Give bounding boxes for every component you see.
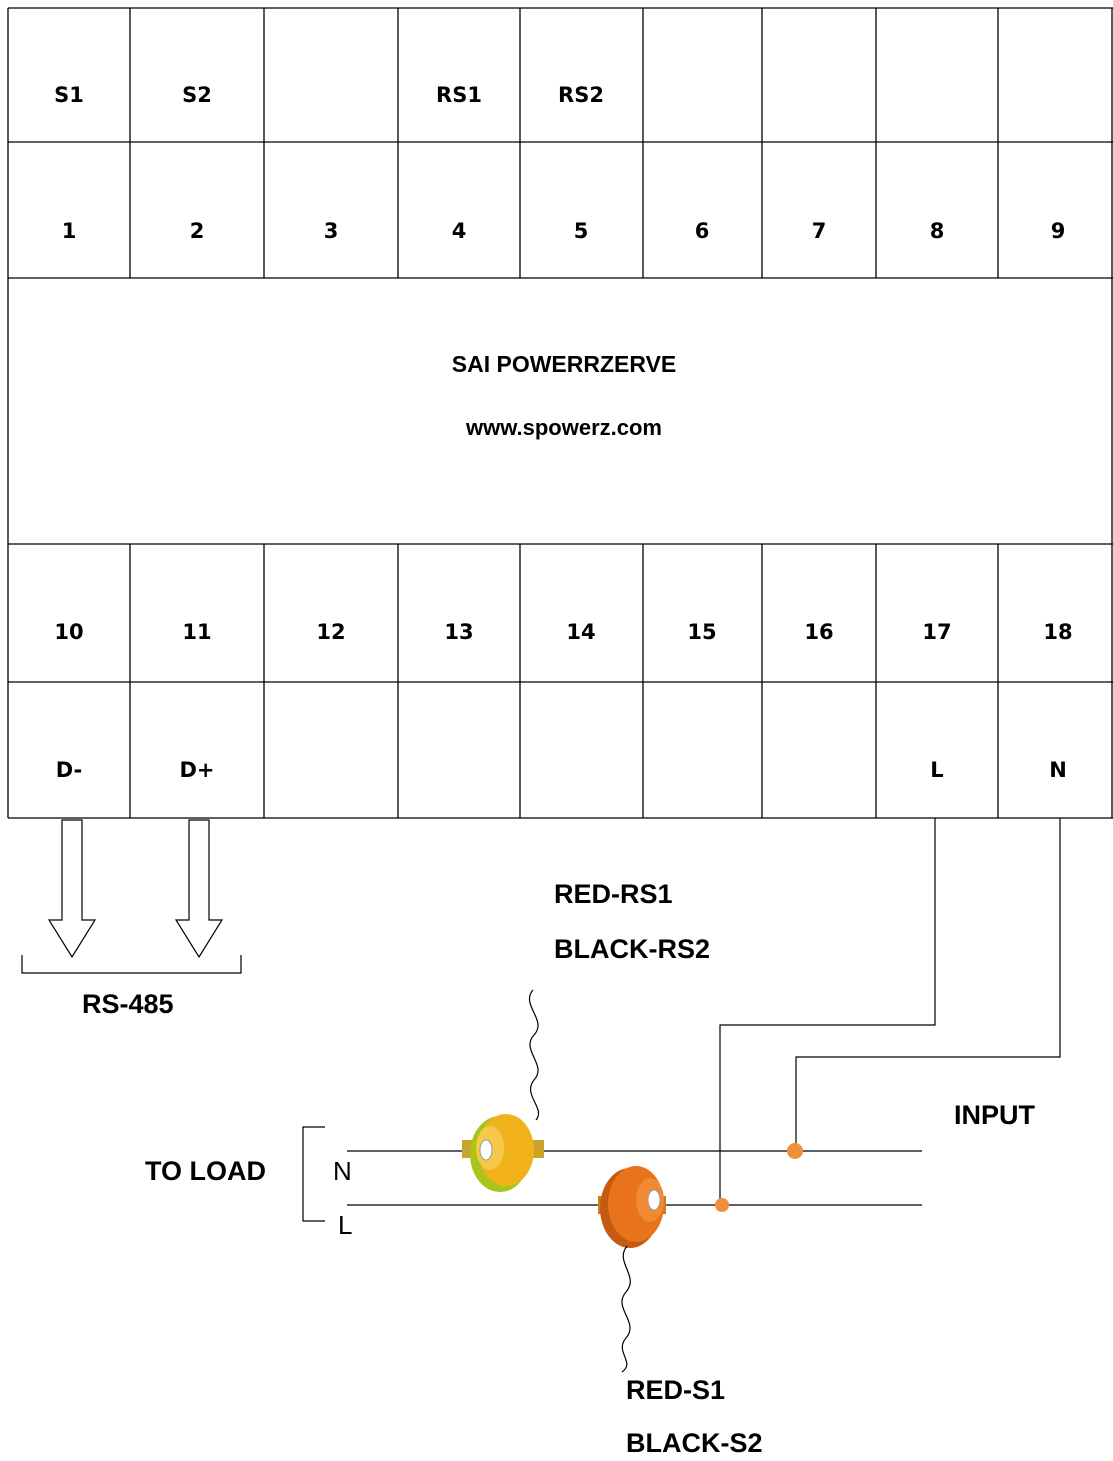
top-label-4: RS1 bbox=[436, 83, 482, 107]
supply-wires bbox=[719, 818, 1061, 1203]
down-arrow-icon bbox=[47, 819, 97, 959]
ct-lower-label-1: RED-S1 bbox=[626, 1375, 725, 1405]
lower-dividers bbox=[129, 544, 999, 818]
bottom-label-17: L bbox=[930, 758, 943, 782]
terminal-number-18: 18 bbox=[1043, 620, 1072, 644]
bottom-label-10: D- bbox=[56, 758, 83, 782]
current-transformer-lower bbox=[598, 1166, 666, 1373]
load-l-label: L bbox=[338, 1210, 352, 1240]
rs485-arrows bbox=[21, 819, 242, 974]
junction-dot-n bbox=[787, 1143, 803, 1159]
terminal-number-14: 14 bbox=[566, 620, 595, 644]
down-arrow-icon bbox=[174, 819, 224, 959]
terminal-number-11: 11 bbox=[182, 620, 211, 644]
top-label-5: RS2 bbox=[558, 83, 604, 107]
bottom-label-11: D+ bbox=[179, 758, 214, 782]
rs485-label: RS-485 bbox=[82, 989, 174, 1019]
to-load-label: TO LOAD bbox=[145, 1156, 266, 1186]
terminal-number-1: 1 bbox=[62, 219, 77, 243]
load-bracket bbox=[302, 1126, 325, 1222]
terminal-number-10: 10 bbox=[54, 620, 83, 644]
terminal-number-9: 9 bbox=[1051, 219, 1066, 243]
junction-dot-l bbox=[715, 1198, 729, 1212]
terminal-number-16: 16 bbox=[804, 620, 833, 644]
terminal-number-15: 15 bbox=[687, 620, 716, 644]
website-url: www.spowerz.com bbox=[465, 415, 662, 440]
terminal-number-4: 4 bbox=[452, 219, 467, 243]
current-transformer-upper bbox=[462, 989, 544, 1192]
terminal-number-17: 17 bbox=[922, 620, 951, 644]
terminal-block: S1 S2 RS1 RS2 1 2 3 4 5 6 7 8 9 SAI POWE… bbox=[7, 7, 1113, 819]
terminal-number-6: 6 bbox=[695, 219, 710, 243]
input-label: INPUT bbox=[954, 1100, 1036, 1130]
brand-name: SAI POWERRZERVE bbox=[452, 351, 677, 377]
bottom-label-18: N bbox=[1049, 758, 1067, 782]
rs485-bracket bbox=[21, 955, 242, 974]
ct-upper-label-1: RED-RS1 bbox=[554, 879, 673, 909]
top-label-2: S2 bbox=[182, 83, 212, 107]
terminal-number-5: 5 bbox=[574, 219, 589, 243]
terminal-number-3: 3 bbox=[324, 219, 339, 243]
upper-dividers bbox=[129, 8, 999, 278]
load-n-label: N bbox=[333, 1156, 352, 1186]
terminal-number-2: 2 bbox=[190, 219, 205, 243]
ct-upper-label-2: BLACK-RS2 bbox=[554, 934, 710, 964]
terminal-number-12: 12 bbox=[316, 620, 345, 644]
top-label-1: S1 bbox=[54, 83, 84, 107]
ct-lower-label-2: BLACK-S2 bbox=[626, 1428, 763, 1458]
terminal-number-8: 8 bbox=[930, 219, 945, 243]
terminal-number-13: 13 bbox=[444, 620, 473, 644]
terminal-number-7: 7 bbox=[812, 219, 827, 243]
